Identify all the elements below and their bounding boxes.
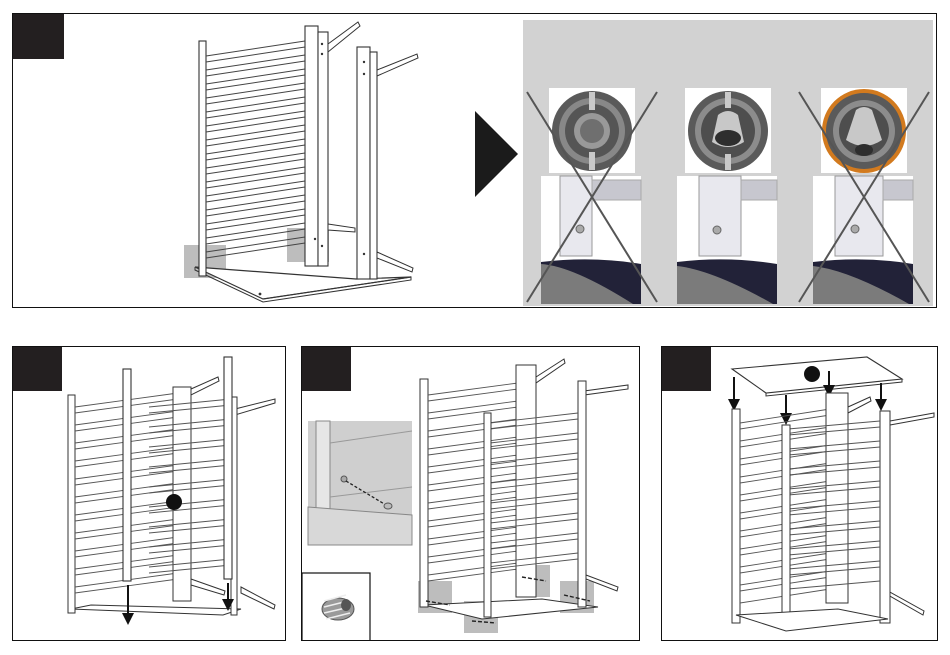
new-post-right (224, 357, 232, 579)
base-board (195, 267, 411, 299)
right-post (357, 47, 370, 279)
back-slats (206, 41, 305, 258)
base-board (736, 609, 888, 631)
step-2-illustration (13, 347, 286, 641)
left-post (199, 41, 206, 276)
back-leg (191, 377, 219, 395)
step-1-illustration (13, 14, 937, 308)
base-board (71, 605, 241, 615)
right-post (880, 411, 890, 623)
left-post (420, 379, 428, 607)
step-3-illustration (302, 347, 640, 641)
marker-dot (804, 366, 820, 382)
front-post (484, 413, 491, 617)
marker-dot (166, 494, 182, 510)
left-post (68, 395, 75, 613)
left-post (732, 409, 740, 623)
front-post (782, 425, 790, 629)
right-post (578, 381, 586, 607)
back-post (305, 26, 318, 266)
step-4-illustration (662, 347, 938, 641)
back-post (516, 365, 536, 597)
arrow-right-icon (475, 111, 518, 197)
step-3-panel (301, 346, 640, 641)
back-leg (328, 22, 360, 52)
down-arrow-icon-4 (875, 399, 887, 411)
down-arrow-icon (122, 613, 134, 625)
step-4-panel (661, 346, 938, 641)
new-post-left (123, 369, 131, 581)
side-leg (235, 399, 275, 415)
step-1-panel (12, 13, 937, 308)
right-leg (377, 54, 418, 76)
step-2-panel (12, 346, 286, 641)
detail-variant-2 (677, 88, 777, 304)
